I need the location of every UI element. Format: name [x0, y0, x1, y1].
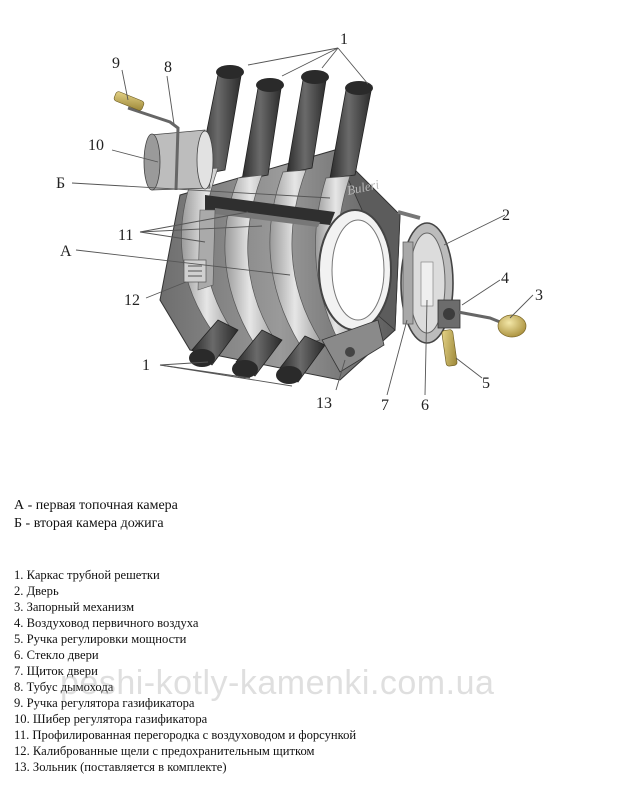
callout-9: 9	[112, 55, 120, 72]
slot-shield	[183, 259, 207, 283]
power-handle	[441, 329, 458, 367]
legend-sections: А - первая топочная камера Б - вторая кам…	[14, 497, 178, 533]
ash-pan	[321, 319, 385, 373]
door-glass	[420, 261, 434, 307]
legend-parts: 1. Каркас трубной решетки 2. Дверь 3. Запо…	[14, 567, 356, 775]
callout-10: 10	[88, 137, 104, 154]
legend-item: 7. Щиток двери	[14, 664, 98, 678]
inner-partition	[197, 195, 335, 291]
callout-6: 6	[421, 397, 429, 414]
legend-item: 2. Дверь	[14, 584, 59, 598]
locking-mechanism	[457, 310, 527, 338]
callout-1-bottom: 1	[142, 357, 150, 374]
legend-item: 4. Воздуховод первичного воздуха	[14, 616, 199, 630]
callout-7: 7	[381, 397, 389, 414]
gasifier-handle	[113, 91, 145, 111]
callout-3: 3	[535, 287, 543, 304]
callout-b: Б	[56, 175, 65, 192]
legend-item: 10. Шибер регулятора газификатора	[14, 712, 208, 726]
legend-item: 1. Каркас трубной решетки	[14, 568, 160, 582]
legend-item: 12. Калиброванные щели с предохранительн…	[14, 744, 315, 758]
legend-item: Б - вторая камера дожига	[14, 516, 164, 531]
callout-labels: 1 2 3 4 5 6 7 8 9 10 Б 11 А 12 1 13	[56, 31, 543, 414]
callout-11: 11	[118, 227, 133, 244]
air-duct	[437, 299, 461, 329]
legend-item: 6. Стекло двери	[14, 648, 99, 662]
legend-item: 9. Ручка регулятора газификатора	[14, 696, 195, 710]
callout-4: 4	[501, 270, 509, 287]
legend-item: 13. Зольник (поставляется в комплекте)	[14, 760, 227, 774]
chimney-tube	[143, 129, 214, 191]
callout-1-top: 1	[340, 31, 348, 48]
legend-item: 5. Ручка регулировки мощности	[14, 632, 187, 646]
legend-item: 3. Запорный механизм	[14, 600, 135, 614]
callout-a: А	[60, 243, 72, 260]
upper-tubes	[197, 65, 373, 181]
svg-text:Buleri: Buleri	[346, 176, 381, 198]
front-ring	[318, 209, 392, 331]
callout-13: 13	[316, 395, 332, 412]
legend-item: А - первая топочная камера	[14, 498, 178, 513]
legend-item: 11. Профилированная перегородка с воздух…	[14, 728, 357, 742]
gasifier-rod	[127, 106, 180, 191]
callout-8: 8	[164, 59, 172, 76]
callout-5: 5	[482, 375, 490, 392]
callout-12: 12	[124, 292, 140, 309]
leader-lines	[71, 47, 534, 396]
legend-item: 8. Тубус дымохода	[14, 680, 114, 694]
callout-2: 2	[502, 207, 510, 224]
stove-diagram: Buleri	[56, 31, 543, 414]
lower-tubes	[189, 319, 326, 384]
